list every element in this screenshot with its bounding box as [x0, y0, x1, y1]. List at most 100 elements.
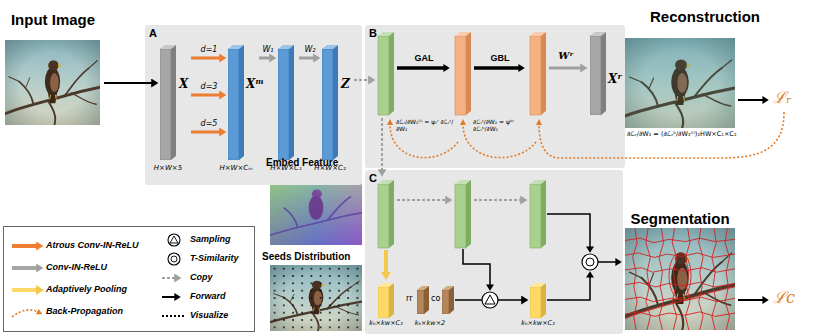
- t-similarity-symbol: [582, 254, 598, 270]
- flow-arrow: [397, 199, 447, 201]
- feature-slab: [530, 32, 546, 36]
- tensor-name: Z: [341, 77, 350, 91]
- panel-heading: Segmentation: [630, 210, 729, 228]
- feature-block: Xʳ: [590, 32, 622, 115]
- back-propagation-path: [390, 112, 784, 158]
- feature-slab: [590, 32, 606, 115]
- weight-label: Wʳ: [558, 50, 573, 62]
- gradient-equation: ∂ℒᵣ/∂W₂⁽ⁱ⁾ = ψₜʳ ∂ℒᵣᵗ/∂W₂: [396, 118, 454, 132]
- loss-symbol: ℒᵣ: [773, 88, 792, 107]
- legend-sample: [162, 277, 176, 279]
- flow-arrow: [474, 199, 522, 201]
- stage-panel: Ckₕ×kw×C₂rrcokₕ×kw×2kₕ×kw×C₂: [365, 170, 623, 334]
- feature-slab: [389, 283, 394, 318]
- feature-slab: [378, 32, 546, 248]
- image-panel: Input Image: [3, 5, 103, 130]
- superpixel-boundaries: [699, 228, 703, 330]
- panel-letter: A: [149, 27, 157, 40]
- superpixel-boundaries: [625, 287, 735, 319]
- connector-arrow: [191, 131, 221, 134]
- embed-feature-map: [284, 208, 298, 227]
- flow-arrow: [547, 276, 590, 300]
- legend-text: Conv-IN-ReLU: [46, 262, 107, 273]
- legend-text: T-Similarity: [190, 253, 239, 264]
- reconstruction-photo: [625, 38, 735, 128]
- tensor-name: Xᵐ: [246, 77, 264, 91]
- feature-slab: [424, 286, 429, 314]
- superpixel-boundaries: [725, 228, 729, 330]
- superpixel-boundaries: [712, 228, 716, 330]
- feature-slab: [228, 49, 239, 160]
- feature-slab: [541, 180, 546, 248]
- connector-arrow: [104, 82, 153, 84]
- feature-block: ZH×W×C₂: [322, 45, 352, 160]
- stage-panel: BXʳ: [365, 25, 625, 168]
- feature-slab: [530, 287, 541, 318]
- feature-slab: [455, 36, 466, 115]
- feature-slab: [442, 286, 454, 314]
- image-panel: Reconstruction: [625, 4, 805, 130]
- superpixel-boundaries: [625, 253, 735, 258]
- panel-heading: Embed Feature: [266, 157, 338, 169]
- t-similarity-symbol: [582, 254, 598, 270]
- superpixel-boundaries: [669, 253, 691, 298]
- feature-block: kₕ×kw×C₂: [378, 283, 394, 318]
- legend-text: Sampling: [190, 234, 231, 245]
- channel-name: rr: [406, 294, 412, 304]
- legend-text: Back-Propagation: [46, 306, 123, 317]
- gradient-equation: ∂ℒᵣᵗ/∂W₂ = ψᵇʳ ∂ℒᵣᵇ/∂W₂: [473, 118, 529, 132]
- feature-slab: [171, 45, 176, 160]
- feature-slab: [278, 49, 289, 160]
- feature-slab: [378, 32, 394, 36]
- feature-slab: [449, 286, 454, 314]
- sampling-symbol: [482, 292, 498, 308]
- legend-text: Atrous Conv-IN-ReLU: [46, 240, 139, 251]
- feature-slab: [322, 45, 338, 160]
- legend-sample: [162, 296, 176, 298]
- tensor-shape: kₕ×kw×C₂: [369, 320, 402, 328]
- legend-sample: [12, 234, 184, 317]
- operation-label: GBL: [491, 53, 510, 64]
- tensor-shape: H×W×Cₘ: [219, 164, 252, 172]
- image-panel: Seeds Distribution: [258, 251, 362, 333]
- feature-slab: [530, 283, 546, 318]
- superpixel-boundaries: [625, 238, 735, 243]
- feature-slab: [417, 286, 429, 314]
- tensor-shape: H×W×5: [154, 164, 182, 172]
- feature-block: XH×W×5: [160, 45, 190, 160]
- tensor-shape: kₕ×kw×C₂: [521, 320, 554, 328]
- superpixel-boundaries: [646, 228, 650, 330]
- legend-sample: [12, 310, 38, 317]
- tensor-shape: kₕ×kw×2: [415, 320, 445, 328]
- flow-arrow: [547, 214, 590, 248]
- input-photo: [5, 40, 100, 125]
- legend-text: Copy: [190, 272, 213, 283]
- feature-slab: [389, 180, 394, 248]
- reconstruction-photo: [625, 38, 735, 128]
- feature-slab: [239, 45, 244, 160]
- feature-slab: [417, 290, 424, 314]
- panel-heading: Reconstruction: [650, 8, 760, 26]
- legend-sample: [170, 236, 178, 243]
- flow-arrow: [549, 67, 582, 70]
- feature-slab: [289, 45, 294, 160]
- edge-label: d=5: [201, 119, 218, 129]
- flow-arrow: [598, 261, 617, 263]
- sampling-symbol: [482, 292, 498, 308]
- flow-arrow: [474, 66, 520, 70]
- feature-slab: [466, 32, 471, 115]
- superpixel-boundaries: [659, 228, 663, 330]
- superpixel-boundaries: [625, 228, 735, 330]
- feature-block: H×W×C₁: [278, 45, 298, 160]
- seeds-photo: [270, 265, 362, 331]
- embed-feature-map: [327, 196, 351, 220]
- legend-sample: [12, 288, 38, 292]
- flow-arrow: [738, 99, 764, 101]
- operation-label: GAL: [415, 53, 434, 64]
- feature-slab: [466, 180, 471, 248]
- loss-symbol: ℒc: [773, 288, 795, 307]
- legend-text: Forward: [190, 291, 226, 302]
- flow-arrow: [463, 249, 490, 286]
- connector-arrow: [259, 57, 271, 60]
- legend-sample: [12, 244, 38, 248]
